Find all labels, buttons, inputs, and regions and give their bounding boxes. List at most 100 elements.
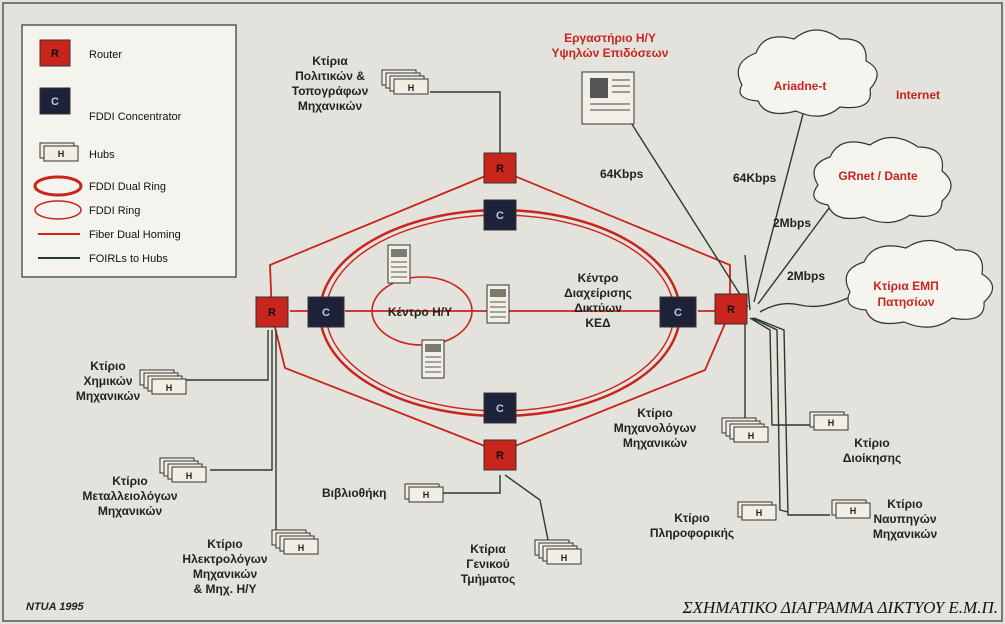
svg-text:Διαχείρισης: Διαχείρισης bbox=[564, 286, 632, 300]
svg-text:R: R bbox=[268, 307, 276, 319]
server-icon-3 bbox=[421, 339, 445, 379]
router-left: R bbox=[255, 296, 289, 328]
patision-label-line1: Κτίρια ΕΜΠ bbox=[873, 279, 939, 293]
foirl-lines bbox=[185, 91, 849, 551]
legend-router-mark: R bbox=[51, 48, 59, 60]
legend-router-icon bbox=[39, 39, 71, 67]
svg-text:Κτίριο: Κτίριο bbox=[207, 537, 242, 551]
patision-label-line2: Πατησίων bbox=[877, 295, 934, 309]
svg-text:H: H bbox=[756, 508, 763, 518]
svg-text:Κτίριο: Κτίριο bbox=[90, 359, 125, 373]
svg-text:Μηχανικών: Μηχανικών bbox=[623, 436, 688, 450]
civil-topo-line3: Τοπογράφων bbox=[292, 84, 369, 98]
svg-text:Κτίριο: Κτίριο bbox=[674, 511, 709, 525]
computer-center-label: Κέντρο Η/Υ bbox=[388, 305, 452, 319]
hub-general-dept-icon: H bbox=[535, 540, 581, 564]
chemical-label: Κτίριο Χημικών Μηχανικών bbox=[76, 359, 141, 403]
server-icon-2 bbox=[486, 284, 510, 324]
hpc-lab-label-line2: Υψηλών Επιδόσεων bbox=[552, 46, 669, 60]
general-dept-label: Κτίρια Γενικού Τμήματος bbox=[461, 542, 515, 586]
legend-dual-ring-label: FDDI Dual Ring bbox=[89, 181, 166, 193]
svg-text:Μηχανικών: Μηχανικών bbox=[193, 567, 258, 581]
hub-informatics-icon: H bbox=[737, 501, 777, 521]
informatics-label: Κτίριο Πληροφορικής bbox=[650, 511, 734, 540]
hpc-lab-label-line1: Εργαστήριο Η/Υ bbox=[564, 31, 656, 45]
concentrator-right: C bbox=[659, 296, 697, 328]
concentrator-top: C bbox=[483, 199, 517, 231]
hub-naval-icon: H bbox=[831, 499, 871, 519]
svg-text:ΚΕΔ: ΚΕΔ bbox=[585, 316, 611, 330]
hpc-workstation-icon bbox=[581, 71, 635, 125]
legend-concentrator-label: FDDI Concentrator bbox=[89, 111, 182, 123]
hub-library-icon: H bbox=[404, 483, 444, 503]
concentrator-bottom: C bbox=[483, 392, 517, 424]
svg-text:Μηχανικών: Μηχανικών bbox=[98, 504, 163, 518]
svg-text:C: C bbox=[496, 403, 504, 415]
server-icon-1 bbox=[387, 244, 411, 284]
civil-topo-line2: Πολιτικών & bbox=[295, 69, 365, 83]
hub-electrical-icon: H bbox=[272, 530, 318, 554]
footer-credit: NTUA 1995 bbox=[26, 601, 85, 613]
svg-text:C: C bbox=[322, 307, 330, 319]
legend-ring-icon bbox=[34, 200, 82, 220]
link-speed-patision: 2Mbps bbox=[787, 269, 825, 283]
electrical-label: Κτίριο Ηλεκτρολόγων Μηχανικών & Μηχ. Η/Υ bbox=[182, 537, 268, 596]
svg-text:Μηχανολόγων: Μηχανολόγων bbox=[614, 421, 697, 435]
hub-mechanical-icon: H bbox=[722, 418, 768, 442]
router-bottom: R bbox=[483, 439, 517, 471]
svg-text:H: H bbox=[748, 431, 755, 441]
cloud-grnet: GRnet / Dante bbox=[813, 136, 952, 224]
svg-text:Ναυπηγών: Ναυπηγών bbox=[873, 512, 936, 526]
hub-metallurgy-icon: H bbox=[160, 458, 206, 482]
legend: R Router C FDDI Concentrator H Hubs FDDI… bbox=[21, 24, 237, 278]
svg-text:R: R bbox=[496, 163, 504, 175]
svg-text:H: H bbox=[298, 543, 305, 553]
internet-label: Internet bbox=[896, 88, 940, 102]
administration-label: Κτίριο Διοίκησης bbox=[843, 436, 901, 465]
svg-text:Μηχανικών: Μηχανικών bbox=[873, 527, 938, 541]
svg-text:Δικτύων: Δικτύων bbox=[574, 301, 622, 315]
svg-text:Διοίκησης: Διοίκησης bbox=[843, 451, 901, 465]
svg-text:Κτίριο: Κτίριο bbox=[854, 436, 889, 450]
svg-text:Πληροφορικής: Πληροφορικής bbox=[650, 526, 734, 540]
svg-text:Γενικού: Γενικού bbox=[466, 557, 510, 571]
hub-civil-topo-icon: H bbox=[382, 70, 428, 94]
svg-text:R: R bbox=[496, 450, 504, 462]
svg-text:C: C bbox=[496, 210, 504, 222]
metallurgy-label: Κτίριο Μεταλλειολόγων Μηχανικών bbox=[82, 474, 177, 518]
hub-administration-icon: H bbox=[809, 411, 849, 431]
svg-text:Κτίριο: Κτίριο bbox=[637, 406, 672, 420]
svg-text:H: H bbox=[561, 553, 568, 563]
civil-topo-line1: Κτίρια bbox=[312, 54, 348, 68]
mechanical-label: Κτίριο Μηχανολόγων Μηχανικών bbox=[614, 406, 697, 450]
legend-router-label: Router bbox=[89, 49, 122, 61]
svg-text:H: H bbox=[408, 83, 415, 93]
legend-concentrator-icon bbox=[39, 87, 71, 115]
svg-text:Κέντρο: Κέντρο bbox=[578, 271, 619, 285]
civil-topo-line4: Μηχανικών bbox=[298, 99, 363, 113]
svg-text:Χημικών: Χημικών bbox=[83, 374, 132, 388]
router-top: R bbox=[483, 152, 517, 184]
legend-hub-mark: H bbox=[58, 149, 65, 159]
svg-text:Κτίρια: Κτίρια bbox=[470, 542, 506, 556]
diagram-title: ΣΧΗΜΑΤΙΚΟ ΔΙΑΓΡΑΜΜΑ ΔΙΚΤΥΟΥ Ε.Μ.Π. bbox=[682, 598, 998, 617]
svg-text:H: H bbox=[423, 490, 430, 500]
svg-text:Μηχανικών: Μηχανικών bbox=[76, 389, 141, 403]
legend-ring-label: FDDI Ring bbox=[89, 205, 140, 217]
concentrator-left: C bbox=[307, 296, 345, 328]
library-label: Βιβλιοθήκη bbox=[322, 486, 387, 500]
svg-text:Μεταλλειολόγων: Μεταλλειολόγων bbox=[82, 489, 177, 503]
svg-text:Κτίριο: Κτίριο bbox=[887, 497, 922, 511]
svg-text:& Μηχ. Η/Υ: & Μηχ. Η/Υ bbox=[194, 582, 257, 596]
svg-text:H: H bbox=[186, 471, 193, 481]
legend-hubs-label: Hubs bbox=[89, 149, 115, 161]
svg-text:C: C bbox=[674, 307, 682, 319]
hub-chemical-icon: H bbox=[140, 370, 186, 394]
router-right: R bbox=[714, 293, 748, 325]
svg-text:R: R bbox=[727, 304, 735, 316]
legend-homing-label: Fiber Dual Homing bbox=[89, 229, 181, 241]
svg-text:Κτίριο: Κτίριο bbox=[112, 474, 147, 488]
naval-label: Κτίριο Ναυπηγών Μηχανικών bbox=[873, 497, 938, 541]
civil-topo-label: Κτίρια Πολιτικών & Τοπογράφων Μηχανικών bbox=[292, 54, 369, 113]
